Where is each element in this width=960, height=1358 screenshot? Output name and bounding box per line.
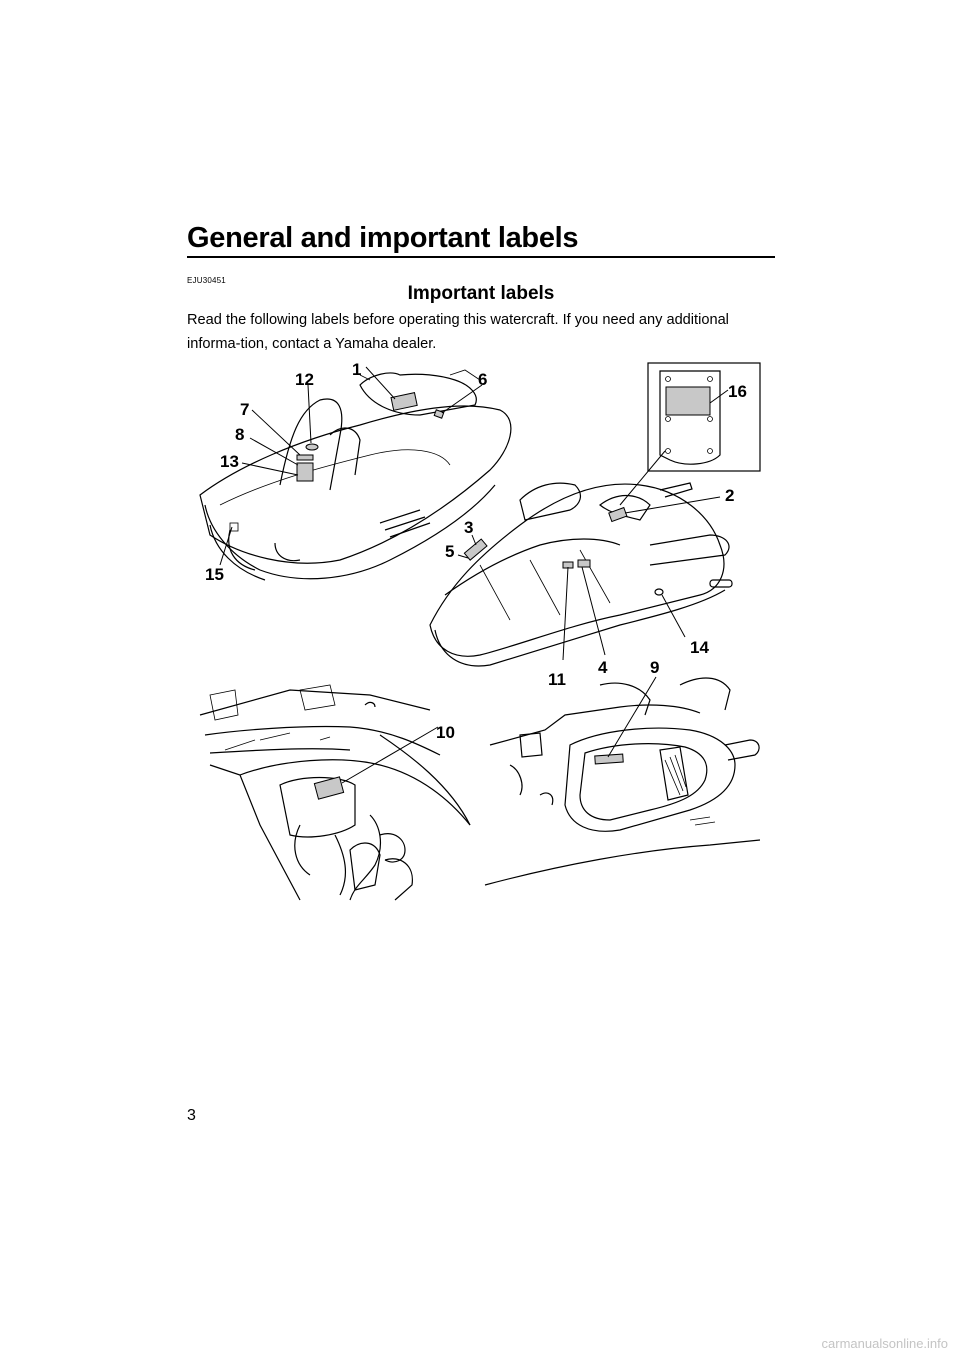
front-view-illustration: 2 3 5 14 4 11 — [429, 482, 734, 689]
callout-3: 3 — [464, 518, 473, 537]
section-code: EJU30451 — [187, 276, 226, 285]
callout-13: 13 — [220, 452, 239, 471]
callout-8: 8 — [235, 425, 244, 444]
callout-1: 1 — [352, 360, 361, 379]
rear-view-illustration: 1 6 12 7 8 13 15 — [199, 360, 512, 584]
callout-5: 5 — [445, 542, 454, 561]
callout-7: 7 — [240, 400, 249, 419]
intro-paragraph: Read the following labels before operati… — [187, 312, 729, 352]
page-number: 3 — [187, 1107, 196, 1124]
engine-compartment-illustration: 10 — [199, 684, 471, 901]
section-title: Important labels — [407, 283, 555, 304]
callout-10: 10 — [436, 723, 455, 742]
callout-2: 2 — [725, 486, 734, 505]
callout-16: 16 — [728, 382, 747, 401]
label-location-figure: 1 6 12 7 8 13 15 16 — [199, 360, 761, 901]
inset-panel: 16 — [619, 362, 761, 506]
callout-4: 4 — [598, 658, 608, 677]
callout-14: 14 — [690, 638, 709, 657]
callout-9: 9 — [650, 658, 659, 677]
callout-11: 11 — [548, 670, 566, 689]
callout-6: 6 — [478, 370, 487, 389]
page-title: General and important labels — [187, 222, 579, 254]
storage-compartment-illustration: 9 — [484, 658, 761, 886]
footer-watermark: carmanualsonline.info — [0, 1330, 960, 1358]
callout-15: 15 — [205, 565, 224, 584]
page-header: General and important labels — [187, 222, 775, 258]
callout-12: 12 — [295, 370, 314, 389]
